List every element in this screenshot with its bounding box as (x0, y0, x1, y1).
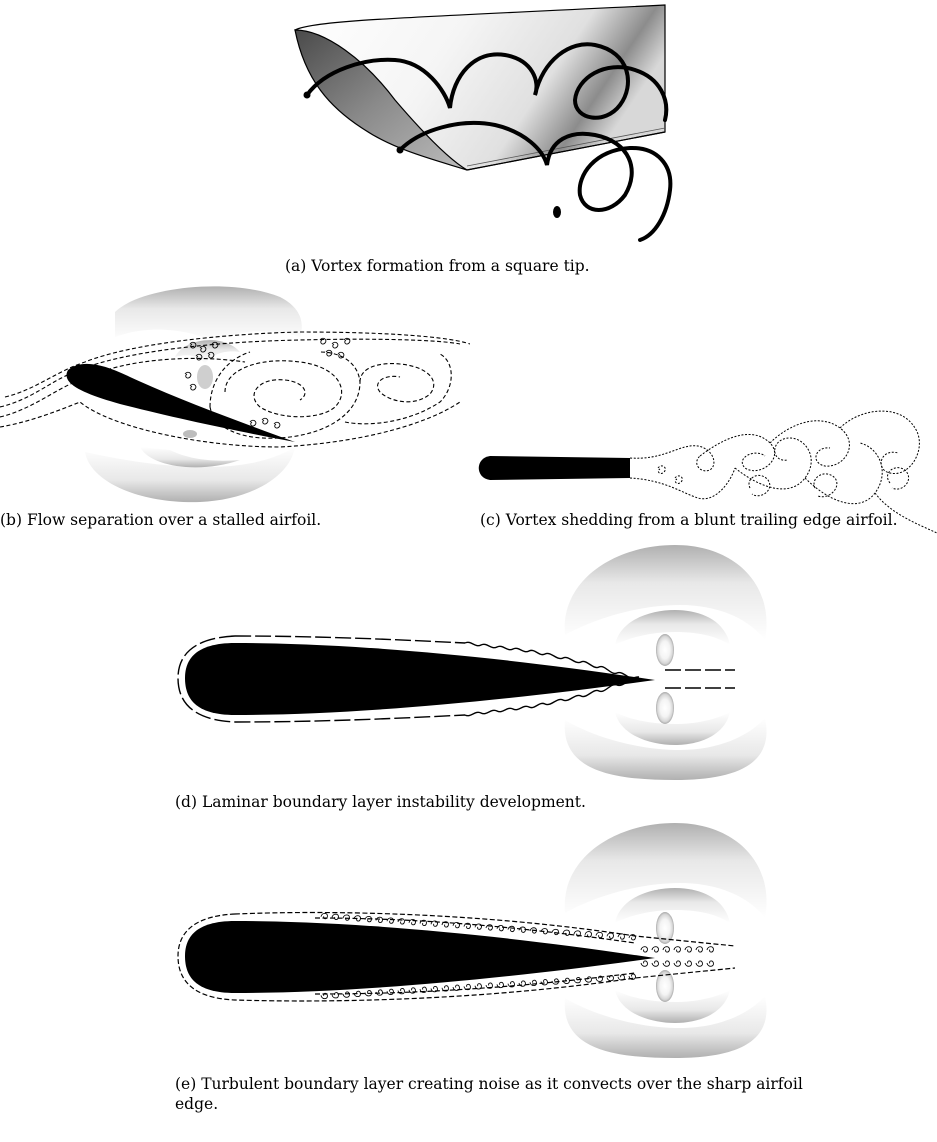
eddy (707, 947, 713, 952)
laminar-boundary-layer-illustration (175, 540, 775, 780)
eddy (685, 961, 691, 966)
eddy (431, 986, 437, 991)
eddy (652, 961, 658, 966)
eddy (332, 914, 338, 919)
eddy (618, 934, 624, 939)
acoustic-wave-lower-inner (615, 712, 730, 745)
eddy (641, 961, 647, 966)
eddy (343, 915, 349, 920)
eddy (453, 985, 459, 990)
panel-d (175, 540, 775, 780)
eddy (563, 930, 569, 935)
eddy (596, 976, 602, 981)
eddy (453, 922, 459, 927)
eddy (519, 981, 525, 986)
eddy (574, 931, 580, 936)
eddy (707, 961, 713, 966)
acoustic-wave-upper-outer (115, 286, 302, 342)
stalled-airfoil (67, 364, 295, 442)
eddy (321, 993, 327, 998)
eddy (607, 933, 613, 938)
eddy (641, 947, 647, 952)
eddy (431, 921, 437, 926)
eddy (343, 992, 349, 997)
blunt-airfoil (479, 456, 630, 480)
eddy (696, 947, 702, 952)
acoustic-wave-lower-inner (615, 990, 730, 1023)
eddy (475, 984, 481, 989)
eddy (663, 947, 669, 952)
eddy (409, 919, 415, 924)
laminar-airfoil (185, 643, 655, 715)
panel-e (175, 818, 775, 1058)
eddy (497, 982, 503, 987)
eddy (387, 918, 393, 923)
caption-d: (d) Laminar boundary layer instability d… (175, 792, 586, 812)
acoustic-wave-upper-inner (615, 610, 730, 645)
panel-a (285, 0, 675, 245)
eddy (674, 947, 680, 952)
stalled-airfoil-illustration (0, 282, 470, 504)
eddy (321, 913, 327, 918)
eddy (497, 925, 503, 930)
turbulent-airfoil (185, 921, 655, 993)
square-tip-wing-illustration (285, 0, 675, 245)
eddy (652, 947, 658, 952)
eddy (685, 947, 691, 952)
eddy (541, 980, 547, 985)
caption-c: (c) Vortex shedding from a blunt trailin… (480, 510, 898, 530)
eddy (530, 980, 536, 985)
caption-b: (b) Flow separation over a stalled airfo… (0, 510, 321, 530)
eddy (508, 926, 514, 931)
caption-e: (e) Turbulent boundary layer creating no… (175, 1074, 815, 1114)
eddy (552, 929, 558, 934)
eddy (663, 961, 669, 966)
eddy (696, 961, 702, 966)
caption-a: (a) Vortex formation from a square tip. (285, 256, 590, 276)
eddy (585, 977, 591, 982)
acoustic-wave-lower-outer (85, 447, 295, 502)
turbulent-boundary-layer-illustration (175, 818, 775, 1058)
eddy (376, 917, 382, 922)
eddy (674, 961, 680, 966)
eddy (475, 924, 481, 929)
eddy (409, 988, 415, 993)
eddy (387, 989, 393, 994)
acoustic-wave-upper-inner (615, 888, 730, 923)
panel-b (0, 282, 470, 504)
eddy (596, 932, 602, 937)
